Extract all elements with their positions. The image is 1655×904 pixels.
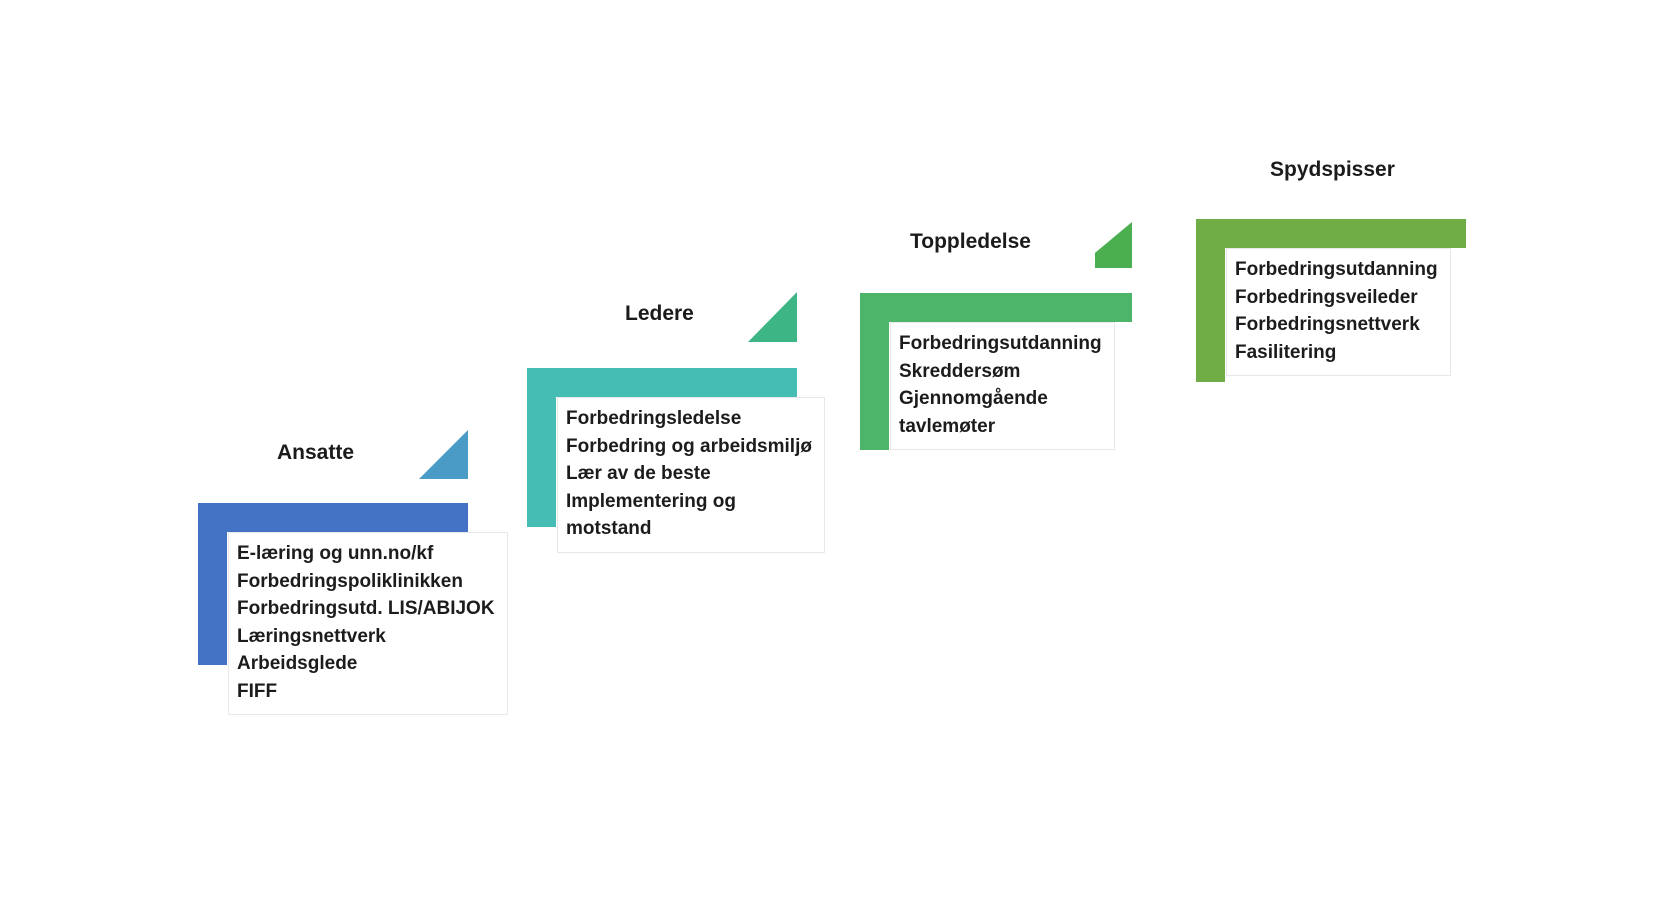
list-item: motstand [566, 518, 652, 539]
step-content-box: Forbedringsledelse Forbedring og arbeids… [557, 397, 825, 553]
list-item: Læringsnettverk [237, 625, 386, 647]
step-label-spydspisser: Spydspisser [1270, 158, 1395, 181]
list-item: E-læring og unn.no/kf [237, 543, 434, 564]
step-content-box: Forbedringsutdanning Skreddersøm Gjennom… [890, 322, 1115, 450]
list-item: Arbeidsglede [237, 653, 358, 674]
triangle-icon [1095, 222, 1132, 268]
step-bar-horizontal [198, 503, 468, 532]
list-item: Lær av de beste [566, 463, 711, 484]
list-item: Implementering og [566, 490, 736, 512]
step-label-ansatte: Ansatte [277, 441, 355, 464]
step-bar-vertical [198, 503, 227, 665]
list-item: Forbedring og arbeidsmiljø [566, 435, 812, 457]
triangle-icon [748, 292, 797, 342]
step-bar-horizontal [1196, 219, 1466, 248]
list-item: Forbedringspoliklinikken [237, 570, 463, 592]
step-bar-vertical [860, 293, 889, 450]
list-item: Forbedringsutdanning [899, 333, 1102, 354]
step-bar-horizontal [860, 293, 1132, 322]
step-label-toppledelse: Toppledelse [910, 230, 1031, 253]
step-content-box: E-læring og unn.no/kf Forbedringspolikli… [228, 532, 508, 715]
list-item: tavlemøter [899, 415, 996, 437]
list-item: Forbedringsledelse [566, 408, 742, 429]
step-content-box: Forbedringsutdanning Forbedringsveileder… [1226, 248, 1451, 376]
step-bar-horizontal [527, 368, 797, 397]
step-bar-vertical [1196, 219, 1225, 382]
list-item: FIFF [237, 680, 278, 702]
list-item: Forbedringsutd. LIS/ABIJOK [237, 598, 495, 619]
list-item: Forbedringsnettverk [1235, 314, 1420, 335]
list-item: Fasilitering [1235, 341, 1337, 363]
list-item: Forbedringsveileder [1235, 286, 1418, 308]
list-item: Gjennomgående [899, 388, 1048, 409]
list-item: Skreddersøm [899, 360, 1021, 382]
list-item: Forbedringsutdanning [1235, 259, 1438, 280]
step-label-ledere: Ledere [625, 302, 694, 325]
step-bar-vertical [527, 368, 556, 527]
triangle-icon [419, 430, 468, 479]
